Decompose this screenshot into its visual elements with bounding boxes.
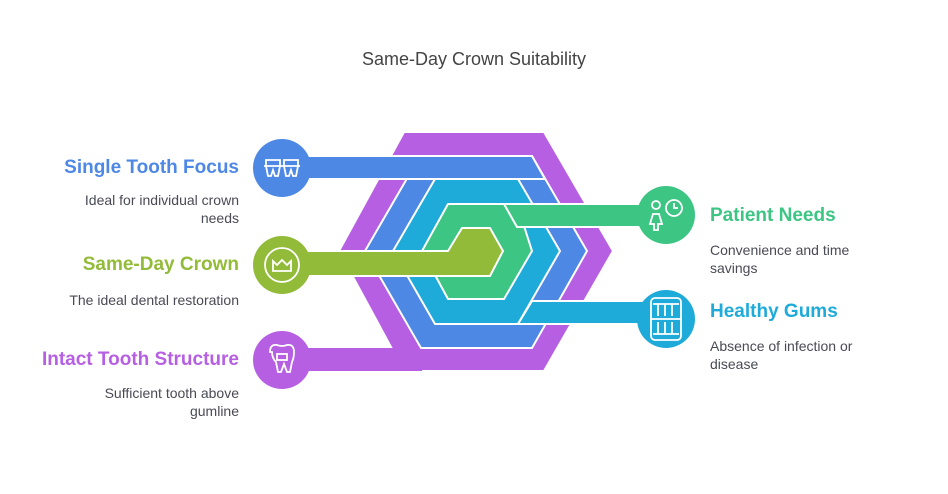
desc-single-tooth-focus: Ideal for individual crown needs bbox=[85, 191, 239, 227]
desc-line: Absence of infection or bbox=[710, 338, 853, 354]
diagram-title: Same-Day Crown Suitability bbox=[361, 49, 587, 69]
label-single-tooth-focus: Single Tooth Focus bbox=[64, 157, 239, 178]
crown-icon bbox=[264, 247, 300, 283]
tooth-crown-icon bbox=[269, 343, 295, 373]
desc-patient-needs: Convenience and time savings bbox=[710, 241, 849, 277]
node-single-tooth-focus[interactable] bbox=[253, 139, 311, 197]
desc-line: Convenience and time bbox=[710, 242, 850, 258]
purple-bar bbox=[282, 348, 422, 371]
label-healthy-gums: Healthy Gums bbox=[710, 301, 838, 322]
label-patient-needs: Patient Needs bbox=[710, 205, 836, 226]
desc-intact-tooth-structure: Sufficient tooth above gumline bbox=[105, 384, 239, 420]
patient-clock-icon bbox=[648, 199, 683, 231]
label-same-day-crown: Same-Day Crown bbox=[82, 254, 239, 275]
desc-line: Sufficient tooth above bbox=[104, 385, 239, 401]
desc-line: savings bbox=[710, 260, 758, 276]
desc-same-day-crown: The ideal dental restoration bbox=[69, 291, 239, 309]
label-intact-tooth-structure: Intact Tooth Structure bbox=[41, 349, 239, 370]
desc-line: gumline bbox=[189, 403, 239, 419]
desc-line: needs bbox=[200, 210, 239, 226]
node-same-day-crown[interactable] bbox=[253, 236, 311, 294]
green-bar bbox=[448, 203, 667, 228]
node-intact-tooth-structure[interactable] bbox=[253, 331, 311, 389]
desc-healthy-gums: Absence of infection or disease bbox=[710, 337, 852, 373]
node-patient-needs[interactable] bbox=[637, 186, 695, 244]
olive-hexagon-bar bbox=[281, 227, 505, 277]
node-healthy-gums[interactable] bbox=[637, 290, 695, 348]
desc-line: Ideal for individual crown bbox=[84, 192, 239, 208]
braces-teeth-icon bbox=[264, 159, 300, 177]
desc-line: The ideal dental restoration bbox=[69, 292, 239, 308]
desc-line: disease bbox=[710, 356, 759, 372]
blue-bar bbox=[281, 155, 547, 180]
teeth-gums-icon bbox=[650, 297, 682, 341]
